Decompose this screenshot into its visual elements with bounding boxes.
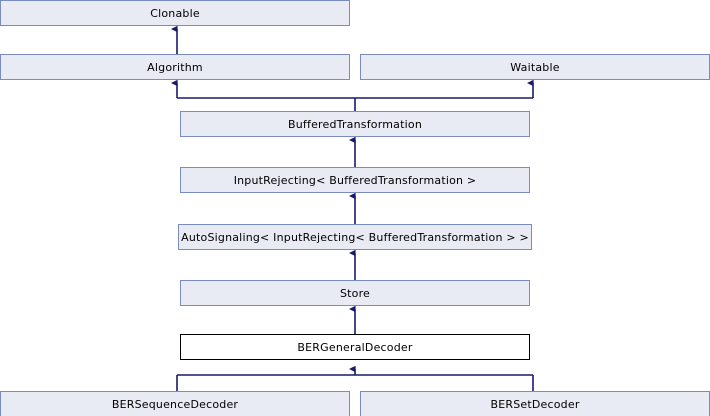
node-ber-general-decoder[interactable]: BERGeneralDecoder bbox=[180, 334, 530, 360]
node-buffered-transformation[interactable]: BufferedTransformation bbox=[180, 111, 530, 137]
node-algorithm[interactable]: Algorithm bbox=[0, 54, 350, 80]
node-label-waitable: Waitable bbox=[510, 60, 560, 74]
node-label-ber-general-decoder: BERGeneralDecoder bbox=[297, 340, 413, 354]
node-label-input-rejecting: InputRejecting< BufferedTransformation > bbox=[233, 173, 477, 187]
node-clonable[interactable]: Clonable bbox=[0, 0, 350, 26]
node-label-algorithm: Algorithm bbox=[147, 60, 203, 74]
node-label-buffered-transformation: BufferedTransformation bbox=[288, 117, 422, 131]
node-auto-signaling[interactable]: AutoSignaling< InputRejecting< BufferedT… bbox=[178, 224, 532, 250]
node-label-auto-signaling: AutoSignaling< InputRejecting< BufferedT… bbox=[181, 230, 529, 244]
node-input-rejecting[interactable]: InputRejecting< BufferedTransformation > bbox=[180, 167, 530, 193]
node-label-ber-set-decoder: BERSetDecoder bbox=[490, 397, 580, 411]
node-ber-sequence-decoder[interactable]: BERSequenceDecoder bbox=[0, 391, 350, 416]
node-ber-set-decoder[interactable]: BERSetDecoder bbox=[360, 391, 710, 416]
node-label-clonable: Clonable bbox=[150, 6, 200, 20]
node-label-store: Store bbox=[339, 286, 371, 300]
node-label-ber-sequence-decoder: BERSequenceDecoder bbox=[111, 397, 239, 411]
node-store[interactable]: Store bbox=[180, 280, 530, 306]
node-waitable[interactable]: Waitable bbox=[360, 54, 710, 80]
